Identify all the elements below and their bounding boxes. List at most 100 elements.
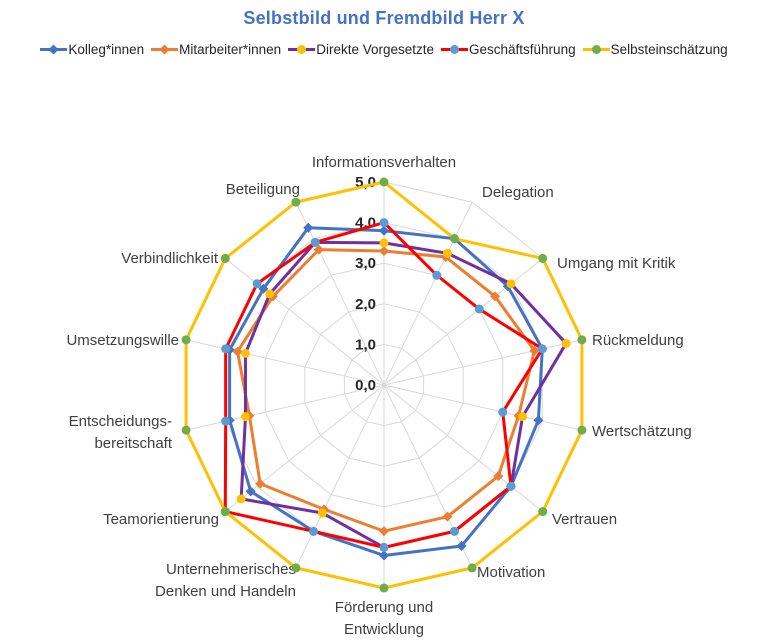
grid-ring [304,303,464,467]
data-point-marker [181,425,191,435]
category-label: Umsetzungswille [66,332,179,349]
data-point-marker [490,291,501,302]
data-point-marker [533,415,544,426]
data-point-marker [577,425,587,435]
data-point-marker [310,237,320,247]
grid-ring [264,262,504,508]
legend-item-selbsteinsch-tzung[interactable]: Selbsteinschätzung [582,42,728,57]
grid-spoke [383,339,583,386]
data-point-marker [538,253,548,263]
legend-marker-icon [40,44,68,55]
data-point-marker [245,486,256,497]
category-label: Umgang mit Kritik [557,255,676,272]
legend-label: Selbsteinschätzung [610,42,728,57]
data-point-marker [379,550,389,561]
data-point-marker [252,279,262,289]
legend-item-mitarbeiter-innen[interactable]: Mitarbeiter*innen [151,42,281,57]
legend-marker-icon [288,45,316,54]
data-point-marker [221,344,231,354]
data-point-marker [240,412,250,422]
data-point-marker [518,412,528,422]
grid-spoke [185,339,385,386]
data-point-marker [221,416,231,426]
legend-item-gesch-ftsf-hrung[interactable]: Geschäftsführung [441,42,576,57]
data-point-marker [379,583,389,593]
axis-tick-label: 3,0 [355,255,376,272]
category-label: Motivation [477,564,545,581]
category-label: Förderung und [335,599,433,616]
data-point-marker [529,345,540,356]
category-label: Delegation [482,184,554,201]
data-point-marker [379,225,389,236]
data-point-marker [240,348,250,358]
data-point-marker [313,244,324,255]
series-line-direkte-vorgesetzte [239,240,568,549]
data-point-marker [236,494,246,504]
data-point-marker [379,526,389,537]
data-point-marker [379,177,389,187]
data-point-marker [432,270,442,280]
category-label: Denken und Handeln [155,583,296,600]
data-point-marker [538,507,548,517]
grid-spoke [295,201,385,386]
legend: Kolleg*innen Mitarbeiter*innen Direkte Vor… [0,42,768,57]
grid-spoke [383,258,544,386]
axis-tick-label: 1,0 [355,336,376,353]
legend-label: Geschäftsführung [469,42,576,57]
data-point-marker [498,407,508,417]
data-point-marker [577,335,587,345]
data-point-marker [309,526,319,536]
grid-spoke [185,384,385,431]
data-point-marker [220,507,230,517]
grid-ring [343,343,425,427]
data-point-marker [474,304,484,314]
data-point-marker [181,335,191,345]
legend-label: Mitarbeiter*innen [179,42,282,57]
data-point-marker [255,478,266,489]
axis-tick-label: 0,0 [355,377,376,394]
category-label: Rückmeldung [592,332,684,349]
legend-item-direkte-vorgesetzte[interactable]: Direkte Vorgesetzte [288,42,434,57]
legend-label: Direkte Vorgesetzte [316,42,435,57]
data-point-marker [449,234,459,244]
data-point-marker [317,508,327,518]
data-point-marker [379,218,389,228]
data-point-marker [467,563,477,573]
legend-marker-icon [151,44,179,55]
category-label: Entwicklung [344,621,424,638]
data-point-marker [303,222,314,233]
data-point-marker [379,246,389,257]
data-point-marker [220,253,230,263]
data-point-marker [379,238,389,248]
legend-item-kolleg-innen[interactable]: Kolleg*innen [40,42,144,57]
data-point-marker [561,338,571,348]
axis-tick-label: 2,0 [355,296,376,313]
grid-spoke [383,384,544,512]
category-label: Entscheidungs- [69,413,172,430]
grid-spoke [383,201,473,386]
category-label: Unternehmerisches [166,561,296,578]
category-label: Vertrauen [552,511,617,528]
data-point-marker [232,346,243,357]
data-point-marker [506,481,516,491]
data-point-marker [265,289,275,299]
grid-spoke [295,384,385,569]
data-point-marker [456,540,467,551]
category-label: Teamorientierung [103,511,219,528]
legend-label: Kolleg*innen [68,42,145,57]
data-point-marker [506,279,516,289]
series-line-mitarbeiter-innen [236,248,536,533]
legend-marker-icon [441,45,469,54]
grid-spoke [383,384,473,569]
data-point-marker [493,471,504,482]
category-label: Beteiligung [226,181,300,198]
data-point-marker [442,248,452,258]
data-point-marker [291,197,301,207]
data-point-marker [379,542,389,552]
data-point-marker [442,511,453,522]
data-point-marker [449,526,459,536]
category-label: Informationsverhalten [312,154,456,171]
data-point-marker [291,563,301,573]
